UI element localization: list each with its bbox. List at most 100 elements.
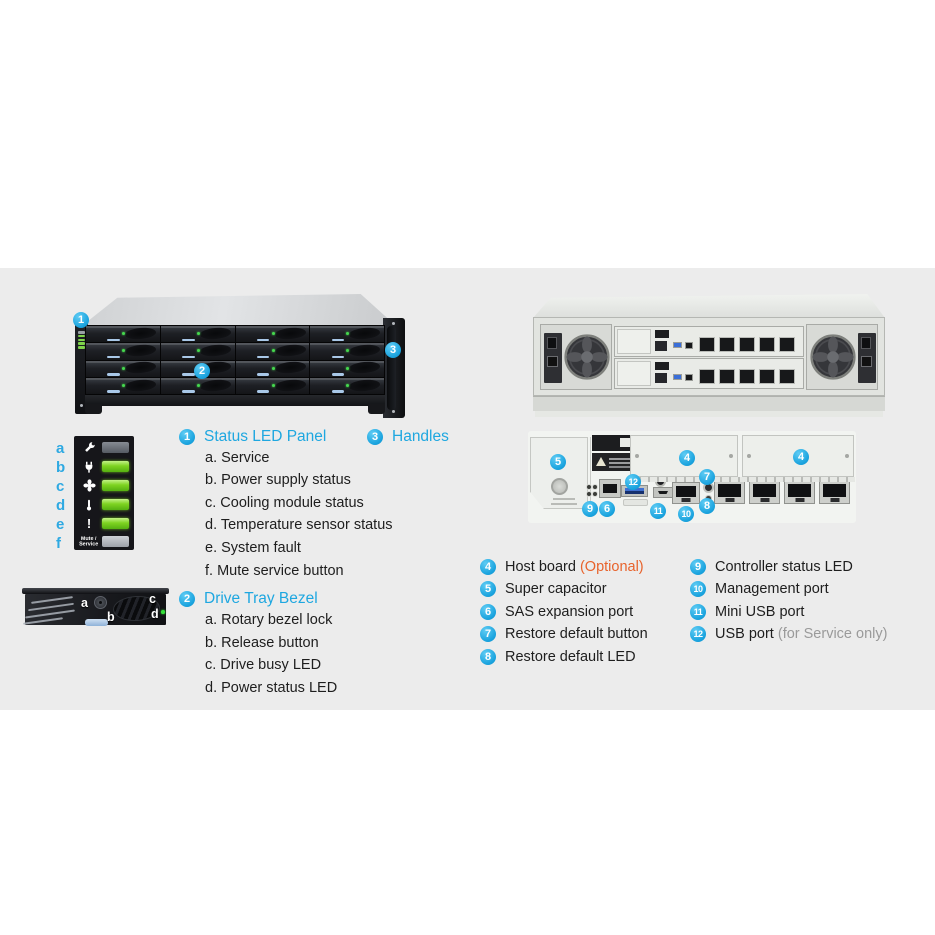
tray-label-b: b	[107, 610, 115, 624]
chassis-top-lid	[83, 294, 395, 325]
legend-item: d. Temperature sensor status	[205, 517, 393, 533]
legend-badge-12: 12	[690, 626, 706, 642]
legend-status-led-panel-heading: 1 Status LED Panel	[179, 428, 326, 446]
system-fault-led	[102, 518, 129, 529]
drive-tray	[86, 360, 160, 377]
legend-badge-1: 1	[179, 429, 195, 445]
led-letter-f: f	[56, 535, 61, 552]
legend-label: USB port (for Service only)	[715, 626, 888, 642]
legend-title-handles: Handles	[392, 428, 449, 445]
legend-usb-port: 12 USB port (for Service only)	[690, 625, 887, 643]
screw-dot	[392, 322, 395, 325]
power-inlet	[858, 333, 876, 383]
service-only-note: (for Service only)	[777, 626, 888, 642]
enclosure-rear-view	[533, 292, 885, 424]
drive-tray-bezel-closeup: a b c d	[22, 588, 169, 632]
callout-9-controller-status-led: 9	[582, 501, 598, 517]
port-label-sticker	[623, 499, 648, 506]
psu-module-right	[806, 324, 878, 390]
legend-drive-tray-bezel-heading: 2 Drive Tray Bezel	[179, 590, 318, 608]
led-letter-b: b	[56, 459, 66, 476]
mini-port	[685, 374, 693, 381]
power-plug-icon	[78, 458, 100, 475]
vent-rail	[630, 477, 855, 482]
callout-11-mini-usb-port: 11	[650, 503, 666, 519]
callout-3-handles: 3	[385, 342, 401, 358]
legend-badge-11: 11	[690, 604, 706, 620]
mute-service-label: Mute /Service	[79, 536, 99, 547]
controller-module-b	[614, 358, 804, 389]
front-bottom-skirt	[85, 395, 385, 406]
usb-port	[673, 342, 682, 348]
callout-2-drive-tray-bezel: 2	[194, 363, 210, 379]
ethernet-port	[779, 369, 795, 384]
controller-status-led	[593, 485, 597, 489]
legend-label: SAS expansion port	[505, 604, 634, 620]
legend-item: c. Cooling module status	[205, 495, 364, 511]
legend-label: Host board (Optional)	[505, 559, 644, 575]
legend-super-capacitor: 5 Super capacitor	[480, 580, 607, 598]
legend-badge-9: 9	[690, 559, 706, 575]
callout-7-restore-default-button: 7	[699, 469, 715, 485]
drive-tray	[310, 360, 384, 377]
legend-badge-5: 5	[480, 581, 496, 597]
ethernet-port	[779, 337, 795, 352]
legend-item: a. Service	[205, 450, 270, 466]
status-led-panel-closeup: ! Mute /Service	[74, 436, 134, 550]
legend-item: b. Power supply status	[205, 472, 351, 488]
drive-tray	[160, 343, 235, 360]
wrench-icon	[78, 439, 100, 456]
temperature-sensor-led	[102, 499, 129, 510]
host-ethernet-port	[784, 480, 815, 504]
barcode-sticker	[592, 435, 636, 451]
callout-1-status-led-panel: 1	[73, 312, 89, 328]
left-ear	[75, 322, 88, 414]
mute-service-button	[102, 536, 129, 547]
front-status-led-strip	[78, 331, 85, 350]
rear-bottom-lip	[535, 411, 883, 417]
mini-port	[685, 342, 693, 349]
callout-4-host-board: 4	[679, 450, 695, 466]
power-status-led-dot	[161, 610, 165, 614]
legend-item: f. Mute service button	[205, 563, 344, 579]
legend-title-drive-tray-bezel: Drive Tray Bezel	[204, 590, 318, 607]
ethernet-port	[699, 337, 715, 352]
callout-10-management-port: 10	[678, 506, 694, 522]
drive-tray	[235, 343, 310, 360]
ethernet-port	[739, 369, 755, 384]
legend-badge-2: 2	[179, 591, 195, 607]
ethernet-port	[719, 337, 735, 352]
chassis-foot	[85, 404, 102, 414]
legend-label: Restore default button	[505, 626, 648, 642]
legend-management-port: 10 Management port	[690, 580, 829, 598]
cooling-fan	[564, 334, 610, 380]
drive-tray	[310, 377, 384, 394]
service-led	[102, 442, 129, 453]
led-letter-c: c	[56, 478, 65, 495]
host-ethernet-port	[819, 480, 850, 504]
controller-status-led	[593, 492, 597, 496]
legend-host-board: 4 Host board (Optional)	[480, 558, 644, 576]
host-ethernet-port	[714, 480, 745, 504]
restore-default-button	[705, 484, 712, 491]
screw-dot	[392, 410, 395, 413]
legend-handles-heading: 3 Handles	[367, 428, 449, 446]
cooling-fan	[810, 334, 856, 380]
ethernet-port	[739, 337, 755, 352]
legend-label: Super capacitor	[505, 581, 607, 597]
ethernet-port	[699, 369, 715, 384]
mini-usb-port	[653, 487, 673, 498]
legend-mini-usb-port: 11 Mini USB port	[690, 603, 804, 621]
psu-module-left	[540, 324, 612, 390]
rotary-bezel-lock	[94, 596, 107, 609]
callout-12-usb-port: 12	[625, 474, 641, 490]
tray-label-a: a	[81, 596, 88, 610]
drive-tray	[235, 377, 310, 394]
legend-label: Mini USB port	[715, 604, 805, 620]
right-ear-handle	[383, 318, 405, 418]
legend-badge-3: 3	[367, 429, 383, 445]
legend-badge-10: 10	[690, 581, 706, 597]
sas-expansion-port	[599, 479, 621, 498]
controller-closeup-view: 5 4 4 12 7 9 6 11 10 8	[528, 431, 856, 523]
